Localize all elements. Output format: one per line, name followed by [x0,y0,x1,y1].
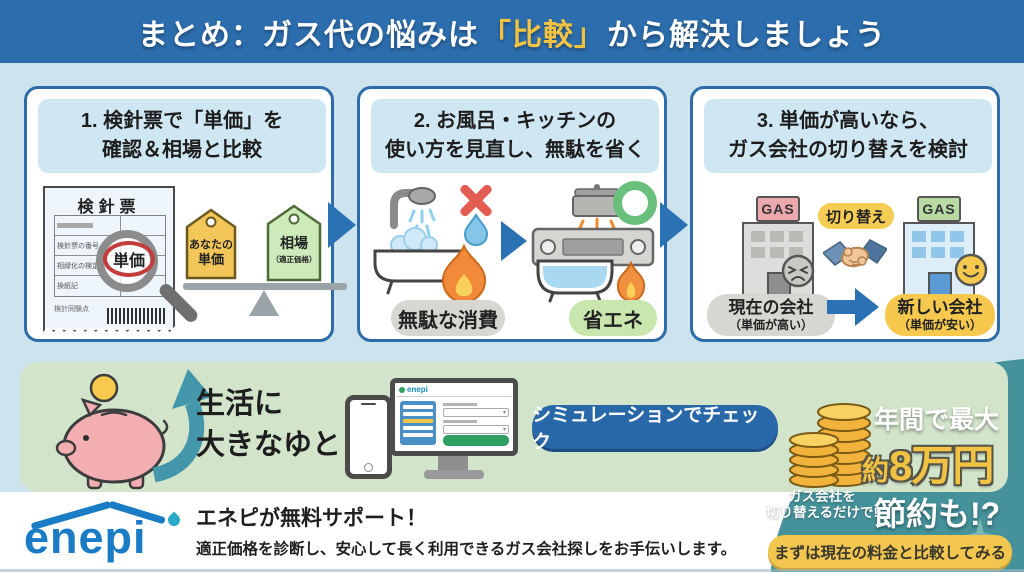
step-card-2: 2. お風呂・キッチンの 使い方を見直し、無駄を省く [357,86,667,342]
monitor-base [424,470,484,479]
improve-arrow [501,221,527,261]
step-1-title-line2: 確認＆相場と比較 [102,139,262,161]
savings-amount-prefix: 約 [862,456,889,486]
step-arrow-1-2 [328,202,356,248]
page-title: まとめ：ガス代の悩みは「比較」から解決しましょう [138,10,886,54]
preview-select: ▾ [443,425,509,434]
market-tag-sub: （適正価格） [272,254,317,264]
new-company-line1: 新しい会社 [897,297,983,317]
logo-flame-icon [165,511,183,529]
your-price-tag: あなたの 単価 [185,208,237,280]
monitor-stand [438,456,468,470]
preview-select: ▾ [443,408,509,417]
step-2-title: 2. お風呂・キッチンの 使い方を見直し、無駄を省く [371,99,659,173]
preview-submit-button [443,435,509,446]
header-banner: まとめ：ガス代の悩みは「比較」から解決しましょう [0,0,1024,63]
building-windows [912,231,966,258]
market-price-tag: 相場 （適正価格） [266,204,322,282]
step-2-title-line2: 使い方を見直し、無駄を省く [385,139,645,161]
new-company-label: 新しい会社 （単価が安い） [885,294,995,336]
field-label [443,403,477,406]
handshake-icon [823,239,887,268]
smartphone-icon [345,395,392,479]
current-company-line1: 現在の会社 [728,297,814,317]
enepi-screen-logo: enepi [407,385,428,394]
step-2-title-line1: 2. お風呂・キッチンの [413,110,617,132]
preview-site-header: enepi [399,385,428,394]
bottom-edge-line [0,569,1024,572]
balance-fulcrum [249,290,279,316]
building-door [928,272,952,298]
page-title-prefix: まとめ：ガス代の悩みは [138,18,479,52]
coin-stacks-icon [789,403,871,488]
step-arrow-2-3 [660,202,688,248]
sad-face-icon [781,254,815,288]
benefit-message-line1: 生活に [196,388,284,420]
building-windows [751,231,805,258]
gas-sign-new: GAS [917,196,961,222]
energy-saving-label: 省エネ [569,300,657,336]
enepi-logo: enepi [22,496,194,568]
step-1-title-line1: 1. 検針票で「単価」を [80,110,284,132]
new-company-line2: （単価が安い） [897,318,982,332]
meter-slip-title: 検針票 [77,199,141,216]
field-label [443,420,477,423]
step-3-title-line2: ガス会社の切り替えを検討 [728,139,968,161]
your-price-tag-line1: あなたの [189,238,233,251]
simulation-cta-button[interactable]: シミュレーションでチェック [532,405,778,453]
current-company-line2: （単価が高い） [728,318,813,332]
page-title-suffix: から解決しましょう [607,18,886,52]
savings-headline: 年間で最大 [874,406,1000,434]
support-description: 適正価格を診断し、安心して長く利用できるガス会社探しをお手伝いします。 [196,541,737,558]
page-title-highlight: 「比較」 [481,18,605,52]
savings-amount: 約 8万円 [862,432,1014,493]
wasteful-label: 無駄な消費 [391,300,505,336]
large-flame-icon [441,244,487,304]
your-price-tag-line2: 単価 [198,252,224,267]
savings-note-line2: 切り替えるだけで! [765,505,879,521]
gas-sign-current: GAS [756,196,800,222]
market-tag-label: 相場 [280,235,308,251]
balance-beam [183,283,347,290]
switch-label: 切り替え [818,203,894,229]
logo-wordmark: enepi [24,512,147,563]
preview-form-panel [400,401,436,445]
water-drop-icon [463,213,489,247]
redacted-bar [57,223,93,228]
small-flame-icon [617,261,645,303]
support-headline: エネピが無料サポート！ [196,507,427,530]
compare-cta-button[interactable]: まずは現在の料金と比較してみる [768,535,1012,568]
happy-face-icon [954,253,988,287]
circle-ok-icon [613,181,657,225]
growth-arrow-icon [152,369,212,482]
step-card-1: 1. 検針票で「単価」を 確認＆相場と比較 検針票 検針票の番号 相緑化の検定 … [24,86,347,342]
slip-footer-label: 検計同験点 [54,306,89,313]
table-row [55,216,165,236]
piggy-bank-icon [55,373,169,490]
stove-pot-icon [531,184,655,267]
enepi-logo-dot [399,386,405,393]
step-1-title: 1. 検針票で「単価」を 確認＆相場と比較 [38,99,326,173]
barcode [107,308,165,324]
enepi-site-preview: enepi ▾ ▾ [390,378,518,456]
switch-arrow [827,288,881,326]
savings-note-line1: ガス会社を [788,489,856,504]
savings-amount-value: 8万円 [889,442,994,489]
divider [397,396,511,397]
step-3-title: 3. 単価が高いなら、 ガス会社の切り替えを検討 [704,99,992,173]
savings-note: ガス会社を 切り替えるだけで! [764,489,880,521]
step-3-title-line1: 3. 単価が高いなら、 [756,110,940,132]
filled-bathtub-icon [536,259,614,303]
current-company-label: 現在の会社 （単価が高い） [707,294,835,336]
unit-price-highlight: 単価 [103,241,155,277]
shower-bathtub-icon [373,187,467,295]
step-card-3: 3. 単価が高いなら、 ガス会社の切り替えを検討 GAS 切り替え GAS [690,86,1000,342]
